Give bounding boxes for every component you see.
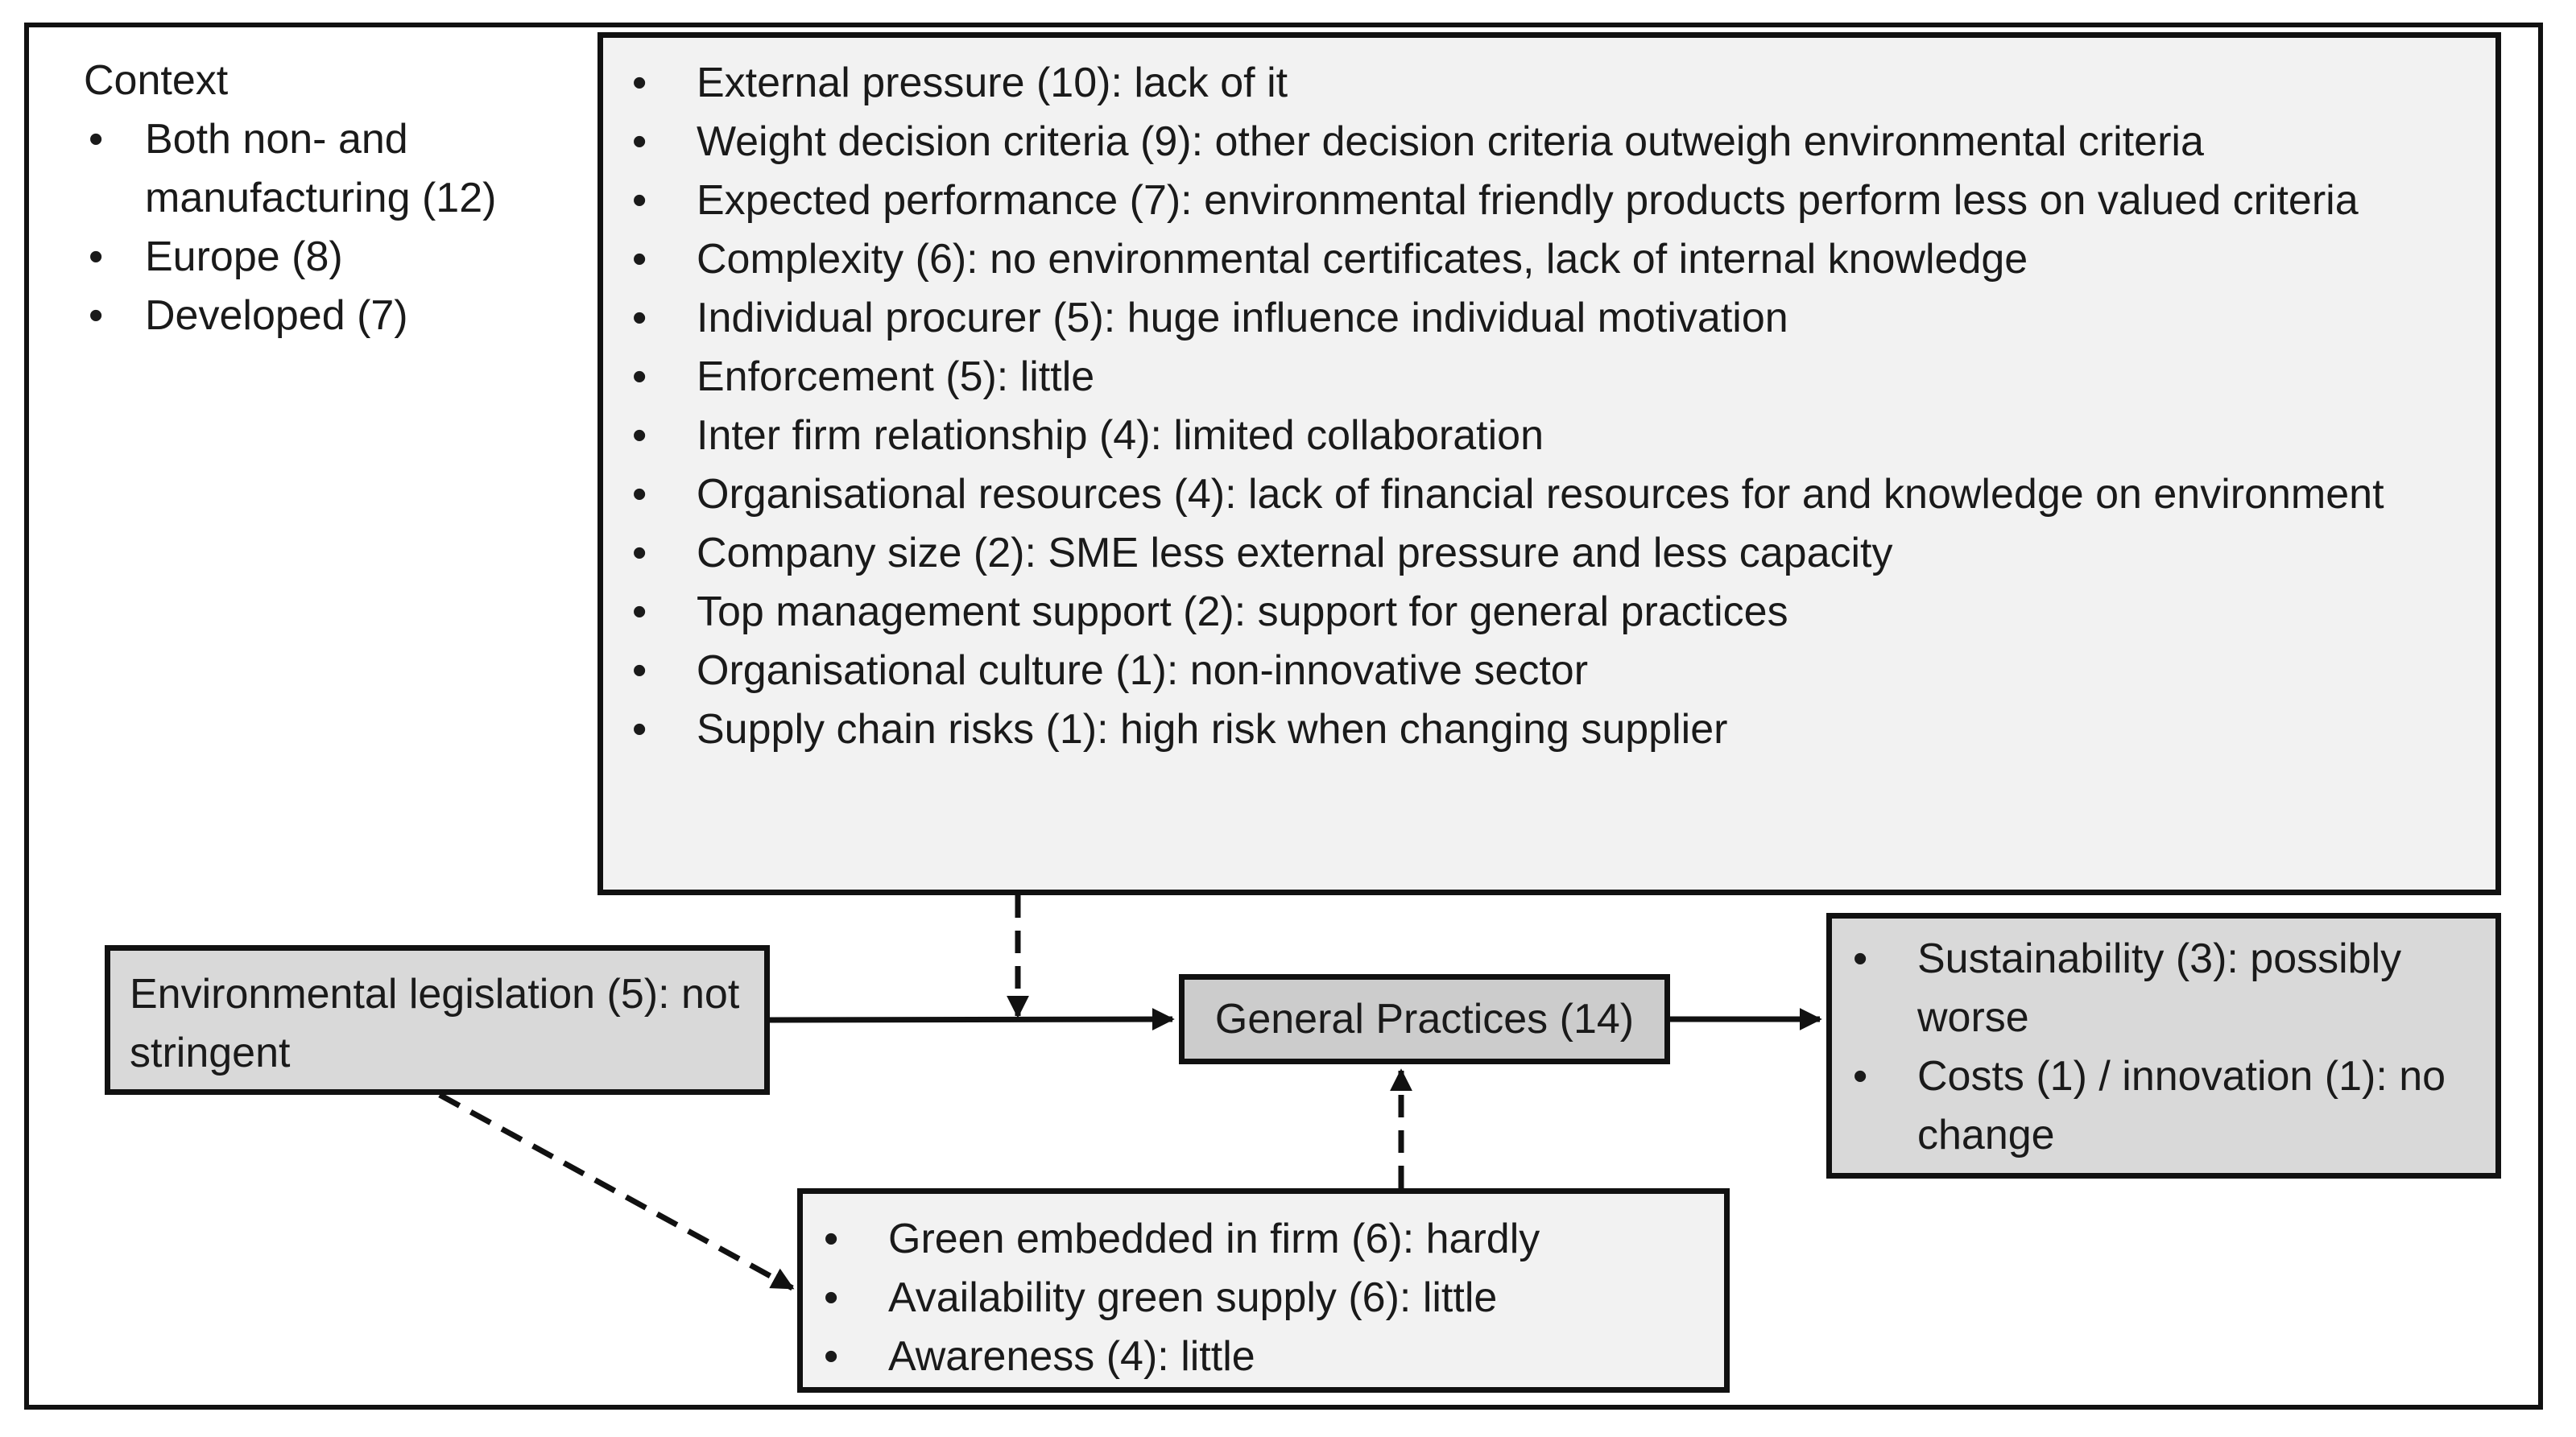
outcomes-list: Sustainability (3): possibly worse Costs… xyxy=(1837,930,2479,1165)
factor-item: Supply chain risks (1): high risk when c… xyxy=(616,700,2463,759)
factor-item: Organisational resources (4): lack of fi… xyxy=(616,465,2463,524)
factor-item: Inter firm relationship (4): limited col… xyxy=(616,407,2463,465)
legislation-box: Environmental legislation (5): not strin… xyxy=(105,945,770,1095)
moderator-item: Awareness (4): little xyxy=(808,1328,1708,1386)
moderators-list: Green embedded in firm (6): hardly Avail… xyxy=(808,1210,1708,1386)
context-item: Both non- and manufacturing (12) xyxy=(84,110,599,228)
factor-item: Enforcement (5): little xyxy=(616,348,2463,407)
factor-item: External pressure (10): lack of it xyxy=(616,54,2463,113)
factors-list: External pressure (10): lack of it Weigh… xyxy=(616,54,2463,759)
outcome-item: Costs (1) / innovation (1): no change xyxy=(1837,1047,2479,1165)
context-list: Both non- and manufacturing (12) Europe … xyxy=(84,110,599,345)
diagram-frame xyxy=(24,23,2543,1410)
factor-item: Expected performance (7): environmental … xyxy=(616,171,2463,230)
factor-item: Company size (2): SME less external pres… xyxy=(616,524,2463,583)
context-item: Developed (7) xyxy=(84,287,599,345)
general-practices-box: General Practices (14) xyxy=(1179,974,1670,1064)
practices-label: General Practices (14) xyxy=(1214,996,1635,1043)
outcomes-box: Sustainability (3): possibly worse Costs… xyxy=(1826,913,2501,1179)
influencing-factors-box: External pressure (10): lack of it Weigh… xyxy=(597,32,2501,895)
factor-item: Individual procurer (5): huge influence … xyxy=(616,289,2463,348)
moderator-item: Green embedded in firm (6): hardly xyxy=(808,1210,1708,1269)
arrow-legislation-to-practices xyxy=(769,1008,1175,1031)
context-item: Europe (8) xyxy=(84,228,599,287)
factor-item: Organisational culture (1): non-innovati… xyxy=(616,642,2463,700)
context-title: Context xyxy=(84,57,229,104)
moderators-box: Green embedded in firm (6): hardly Avail… xyxy=(797,1188,1730,1393)
factor-item: Complexity (6): no environmental certifi… xyxy=(616,230,2463,289)
factor-item: Weight decision criteria (9): other deci… xyxy=(616,113,2463,171)
context-panel: Context Both non- and manufacturing (12)… xyxy=(84,52,599,345)
arrow-legislation-to-moderators xyxy=(438,1092,795,1291)
moderator-item: Availability green supply (6): little xyxy=(808,1269,1708,1328)
legislation-label: Environmental legislation (5): not strin… xyxy=(130,971,740,1076)
factor-item: Top management support (2): support for … xyxy=(616,583,2463,642)
outcome-item: Sustainability (3): possibly worse xyxy=(1837,930,2479,1047)
